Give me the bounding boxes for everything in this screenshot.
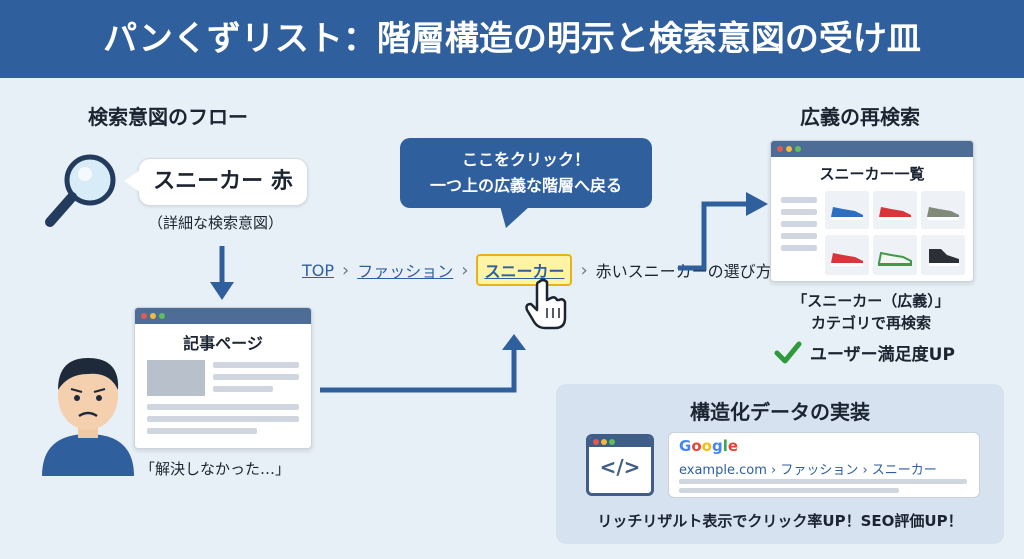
broad-search-caption-1: 「スニーカー（広義）」	[792, 292, 950, 310]
serp-breadcrumb-url[interactable]: example.com › ファッション › スニーカー	[679, 463, 937, 478]
text-line	[147, 416, 299, 422]
sneaker-list-window: スニーカー一覧	[770, 140, 974, 282]
image-placeholder	[147, 360, 205, 396]
breadcrumb-item-fashion[interactable]: ファッション	[357, 262, 454, 281]
product-tile[interactable]	[873, 191, 917, 229]
serp-card: Google example.com › ファッション › スニーカー	[668, 432, 980, 498]
user-caption: 「解決しなかった…」	[140, 460, 291, 478]
text-line	[147, 428, 257, 434]
magnifier-icon	[45, 154, 116, 227]
product-tile[interactable]	[825, 191, 869, 229]
product-tile[interactable]	[921, 235, 965, 275]
hand-cursor-icon	[525, 278, 567, 330]
chevron-right-icon: ›	[461, 259, 469, 281]
check-icon	[774, 341, 802, 363]
satisfaction-row: ユーザー満足度UP	[774, 340, 955, 365]
code-icon: </>	[586, 434, 654, 496]
text-line	[147, 404, 299, 410]
text-line	[213, 362, 299, 368]
flow-arrow-right	[678, 192, 768, 271]
callout-line-2: 一つ上の広義な階層へ戻る	[429, 176, 622, 195]
article-window: 記事ページ	[134, 307, 312, 449]
chevron-right-icon: ›	[580, 259, 588, 281]
structured-data-title: 構造化データの実装	[690, 400, 870, 424]
broad-search-caption-2: カテゴリで再検索	[810, 314, 931, 332]
structured-data-panel: 構造化データの実装 </> Google example.com › ファッショ…	[556, 384, 1004, 544]
search-query-text: スニーカー 赤	[153, 169, 293, 194]
search-intent-note: （詳細な検索意図）	[148, 214, 284, 232]
text-line	[213, 374, 299, 380]
product-tile[interactable]	[873, 235, 917, 275]
down-arrow	[210, 246, 234, 300]
article-title: 記事ページ	[183, 334, 263, 353]
google-logo: Google	[679, 437, 739, 455]
flow-arrow-up	[320, 334, 526, 393]
rich-result-footer: リッチリザルト表示でクリック率UP！SEO評価UP！	[597, 512, 963, 530]
breadcrumb: TOP › ファッション › スニーカー › 赤いスニーカーの選び方	[302, 254, 772, 286]
product-tile[interactable]	[921, 191, 965, 229]
callout-pointer	[500, 206, 530, 228]
sneaker-list-title: スニーカー一覧	[819, 165, 925, 183]
breadcrumb-item-sneakers[interactable]: スニーカー	[476, 254, 573, 286]
search-query-bubble: スニーカー 赤	[138, 158, 308, 206]
product-tile[interactable]	[825, 235, 869, 275]
broad-search-caption: 「スニーカー（広義）」 カテゴリで再検索	[770, 290, 972, 334]
window-titlebar	[771, 141, 973, 157]
confused-user-avatar	[42, 358, 134, 476]
callout-line-1: ここをクリック！	[461, 150, 590, 169]
broad-search-title: 広義の再検索	[800, 105, 920, 129]
bubble-pointer	[124, 170, 140, 192]
click-callout: ここをクリック！ 一つ上の広義な階層へ戻る	[400, 138, 652, 208]
satisfaction-text: ユーザー満足度UP	[810, 345, 955, 365]
search-flow-title: 検索意図のフロー	[88, 105, 248, 129]
text-line	[213, 386, 273, 392]
window-titlebar	[135, 308, 311, 324]
breadcrumb-item-top[interactable]: TOP	[302, 260, 335, 280]
chevron-right-icon: ›	[342, 259, 350, 281]
page-title: パンくずリスト：階層構造の明示と検索意図の受け皿	[0, 0, 1024, 78]
breadcrumb-item-current: 赤いスニーカーの選び方	[595, 262, 772, 281]
